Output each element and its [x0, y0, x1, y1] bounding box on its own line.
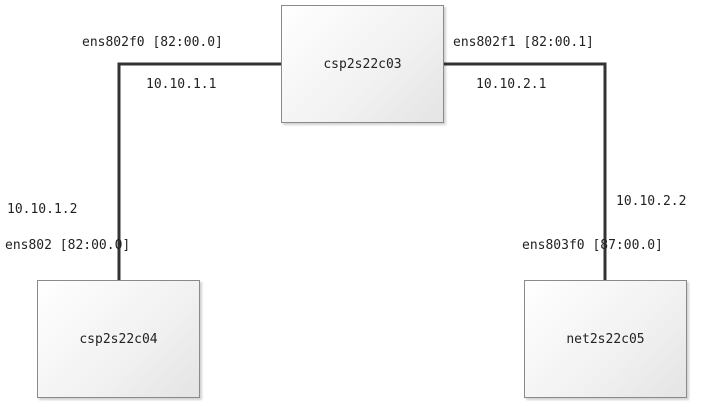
right-bottom-iface: ens803f0 [87:00.0] — [522, 238, 663, 253]
right-top-ip: 10.10.2.1 — [476, 77, 547, 92]
node-label: csp2s22c03 — [323, 56, 402, 72]
node-net2s22c05[interactable]: net2s22c05 — [524, 280, 687, 398]
node-label: csp2s22c04 — [79, 331, 158, 347]
link-left — [117, 62, 281, 282]
left-top-iface: ens802f0 [82:00.0] — [82, 35, 223, 50]
node-csp2s22c03[interactable]: csp2s22c03 — [281, 5, 444, 123]
node-label: net2s22c05 — [566, 331, 645, 347]
right-top-iface: ens802f1 [82:00.1] — [453, 35, 594, 50]
right-bottom-ip: 10.10.2.2 — [616, 194, 687, 209]
left-top-ip: 10.10.1.1 — [146, 77, 217, 92]
node-csp2s22c04[interactable]: csp2s22c04 — [37, 280, 200, 398]
left-bottom-ip: 10.10.1.2 — [7, 202, 78, 217]
link-right — [443, 62, 607, 282]
left-bottom-iface: ens802 [82:00.0] — [5, 238, 131, 253]
